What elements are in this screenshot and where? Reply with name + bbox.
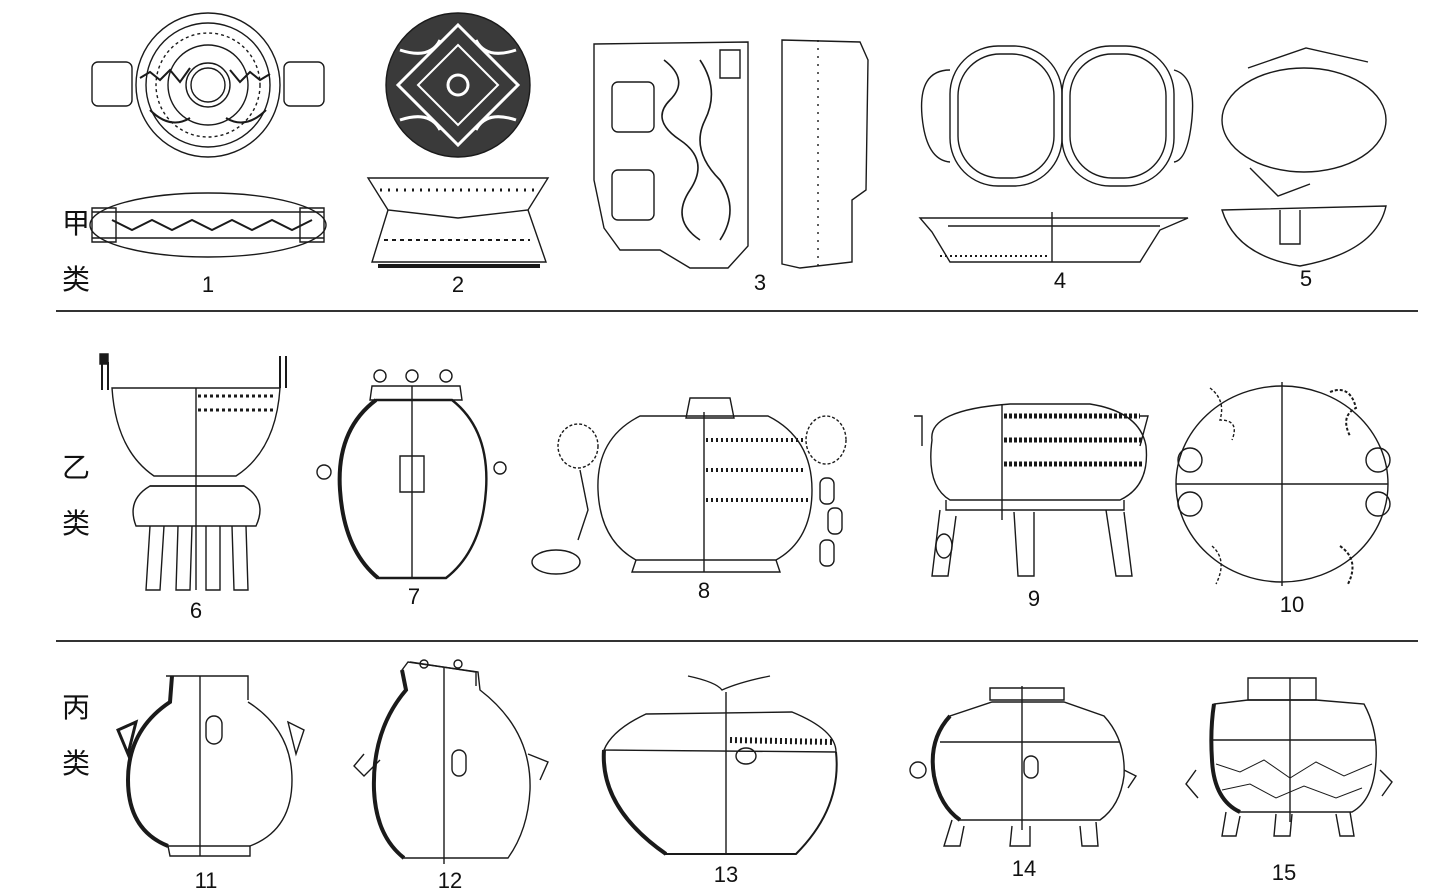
figure-2-drawing: [368, 13, 548, 266]
figure-3-drawing: [594, 40, 868, 268]
figure-6-drawing: [100, 354, 286, 590]
figure-number-14: 14: [1011, 856, 1037, 881]
figure-number-6: 6: [189, 598, 203, 623]
figure-number-10: 10: [1279, 592, 1305, 617]
row-divider-1: [56, 310, 1418, 312]
figure-number-9: 9: [1027, 586, 1041, 611]
row-label-bing-char1: 丙: [61, 691, 90, 724]
figure-number-1: 1: [201, 272, 215, 297]
row-label-bing: 丙 类: [58, 680, 94, 792]
figure-number-4: 4: [1053, 268, 1067, 293]
row-label-yi-char2: 类: [61, 507, 90, 540]
figure-number-15: 15: [1271, 860, 1297, 885]
figure-9-drawing: [914, 404, 1148, 576]
row-label-yi-char1: 乙: [61, 451, 90, 484]
figure-1-drawing: [90, 13, 326, 257]
figure-10-drawing: [1176, 382, 1390, 586]
figure-number-5: 5: [1299, 266, 1313, 291]
figure-7-drawing: [317, 370, 506, 578]
row-label-jia-char1: 甲: [61, 207, 90, 240]
figure-4-drawing: [920, 46, 1193, 262]
figure-11-drawing: [118, 676, 304, 856]
figure-number-12: 12: [437, 868, 463, 893]
figure-14-drawing: [910, 686, 1136, 846]
figure-number-13: 13: [713, 862, 739, 887]
figure-number-8: 8: [697, 578, 711, 603]
row-label-yi: 乙 类: [58, 440, 94, 552]
row-label-jia-char2: 类: [61, 263, 90, 296]
row-label-jia: 甲 类: [58, 196, 94, 308]
figure-12-drawing: [354, 660, 548, 864]
figure-15-drawing: [1186, 678, 1392, 836]
figure-5-drawing: [1222, 48, 1386, 266]
figure-13-drawing: [604, 676, 837, 854]
figure-8-drawing: [532, 398, 846, 574]
figure-number-3: 3: [753, 270, 767, 295]
row-divider-2: [56, 640, 1418, 642]
row-label-bing-char2: 类: [61, 747, 90, 780]
figure-number-11: 11: [194, 868, 218, 893]
figure-number-2: 2: [451, 272, 465, 297]
figure-number-7: 7: [407, 584, 421, 609]
